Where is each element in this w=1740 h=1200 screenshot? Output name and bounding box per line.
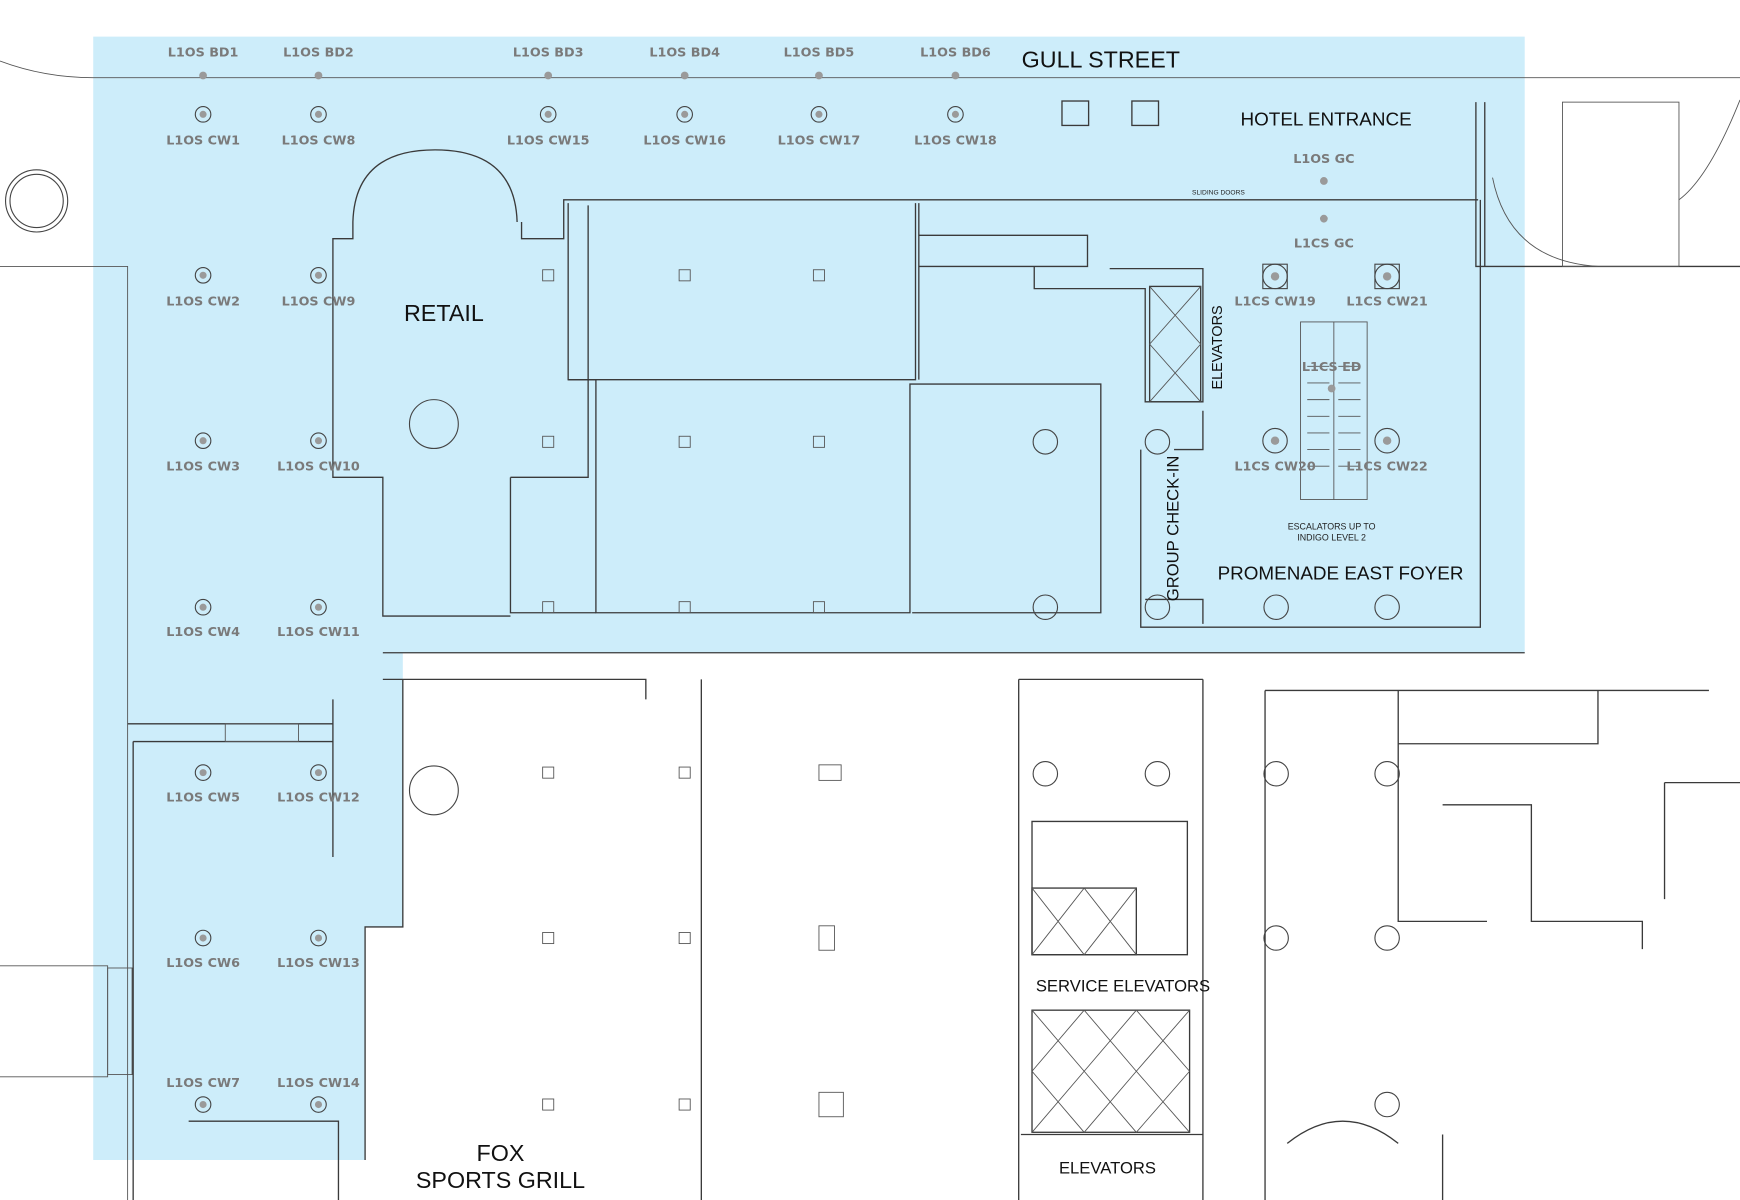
sensor-ring[interactable] [194,106,212,123]
sensor-dot [199,437,207,445]
escalators-note-line2: INDIGO LEVEL 2 [1297,533,1366,543]
sensor-dot [815,110,823,118]
elevators-lower-label: ELEVATORS [1059,1158,1156,1177]
sensor-label[interactable]: L1CS CW19 [1234,294,1315,309]
elevators-label: ELEVATORS [1210,305,1226,389]
sensor-label[interactable]: L1OS GC [1293,152,1354,167]
sensor-labels: L1OS BD1 L1OS BD2 L1OS BD3 L1OS BD4 L1OS… [166,46,1428,1091]
sensor-label[interactable]: L1OS BD2 [283,46,354,61]
sensor-label[interactable]: L1OS BD6 [920,46,991,61]
sensor-dot [314,110,323,118]
sensor-ring[interactable] [310,1096,327,1113]
sensor-ring[interactable] [310,432,327,450]
sensor-dot [681,110,689,118]
sensor-label[interactable]: L1OS BD4 [649,46,720,61]
sensor-ring[interactable] [194,929,212,947]
sensor-label[interactable]: L1OS CW4 [166,625,240,640]
sensor-dot [951,110,959,118]
sensor-ring[interactable] [1374,427,1400,454]
sensor-label[interactable]: L1OS CW15 [507,133,590,148]
sensor-ring[interactable] [310,929,327,947]
sensor-ring[interactable] [194,266,212,284]
sensor-dot [199,110,207,118]
group-checkin-label: GROUP CHECK-IN [1163,456,1182,602]
sensor-label[interactable]: L1CS CW20 [1234,460,1315,475]
ring-sensors [194,106,1400,1113]
service-elevators-label: SERVICE ELEVATORS [1036,976,1210,995]
sensor-ring[interactable] [1262,263,1288,290]
sensor-label[interactable]: L1OS CW10 [277,460,360,475]
promenade-label: PROMENADE EAST FOYER [1218,562,1464,583]
sensor-ring[interactable] [810,106,828,123]
sensor-ring[interactable] [194,764,212,781]
walls [127,149,1740,1200]
sensor-label[interactable]: L1OS CW1 [166,133,240,148]
sensor-label[interactable]: L1OS CW18 [914,133,997,148]
sensor-label[interactable]: L1OS CW9 [282,294,356,309]
sensor-ring[interactable] [1374,263,1400,290]
exterior-lines [0,60,1740,1200]
sensor-label[interactable]: L1OS CW2 [166,294,240,309]
sensor-dot [314,271,323,279]
escalators-note-line1: ESCALATORS UP TO [1288,522,1376,532]
sensor-dot [1270,436,1280,445]
sensor-label[interactable]: L1OS BD1 [168,46,239,61]
sensor-dot [1382,272,1392,281]
sensor-label[interactable]: L1OS CW16 [643,133,726,148]
highlighted-zone [93,36,1525,1161]
sensor-label[interactable]: L1OS CW14 [277,1076,360,1091]
sensor-dot [314,437,323,445]
sensor-dot [199,271,207,279]
sensor-label[interactable]: L1CS ED [1302,360,1362,375]
sensor-dot [544,110,552,118]
sensor-dot [199,934,207,942]
room-labels: GULL STREET HOTEL ENTRANCE RETAIL SLIDIN… [404,47,1463,1193]
sensor-dot [314,1100,323,1109]
fox-label-line1: FOX [477,1140,525,1166]
sensor-ring[interactable] [1262,427,1288,454]
sensor-label[interactable]: L1OS CW17 [778,133,861,148]
sensor-label[interactable]: L1OS BD3 [513,46,584,61]
sensor-label[interactable]: L1CS GC [1294,237,1354,252]
sensor-dot [314,769,323,777]
fox-label-line2: SPORTS GRILL [416,1167,585,1193]
escalators [1300,321,1368,500]
sensor-label[interactable]: L1OS CW13 [277,956,360,971]
sensor-label[interactable]: L1CS CW22 [1346,460,1427,475]
sensor-label[interactable]: L1OS CW6 [166,956,240,971]
sensor-ring[interactable] [194,1096,212,1113]
sensor-dot [199,1100,207,1109]
sensor-dot [1382,436,1392,445]
street-label: GULL STREET [1022,47,1180,73]
sensor-ring[interactable] [539,106,557,123]
sensor-ring[interactable] [310,106,327,123]
retail-label: RETAIL [404,300,484,326]
sensor-markers [199,71,1336,393]
sensor-dot [314,603,323,611]
sensor-label[interactable]: L1OS CW3 [166,460,240,475]
sensor-ring[interactable] [310,266,327,284]
sensor-label[interactable]: L1OS CW7 [166,1076,240,1091]
sensor-ring[interactable] [947,106,964,123]
sensor-dot [314,934,323,942]
sensor-label[interactable]: L1OS CW8 [282,133,356,148]
sensor-label[interactable]: L1OS CW11 [277,625,360,640]
sensor-ring[interactable] [310,764,327,781]
hotel-entrance-label: HOTEL ENTRANCE [1241,108,1412,129]
sensor-label[interactable]: L1CS CW21 [1346,294,1427,309]
sensor-label[interactable]: L1OS CW5 [166,790,240,805]
sensor-ring[interactable] [194,598,212,616]
sensor-dot [199,603,207,611]
sensor-dot [199,769,207,777]
sensor-ring[interactable] [676,106,694,123]
sensor-ring[interactable] [310,598,327,616]
sensor-label[interactable]: L1OS CW12 [277,790,360,805]
sensor-label[interactable]: L1OS BD5 [784,46,855,61]
columns [408,269,1400,1118]
sensor-ring[interactable] [194,432,212,450]
sensor-dot [1270,272,1280,281]
sliding-doors-label: SLIDING DOORS [1192,189,1245,196]
